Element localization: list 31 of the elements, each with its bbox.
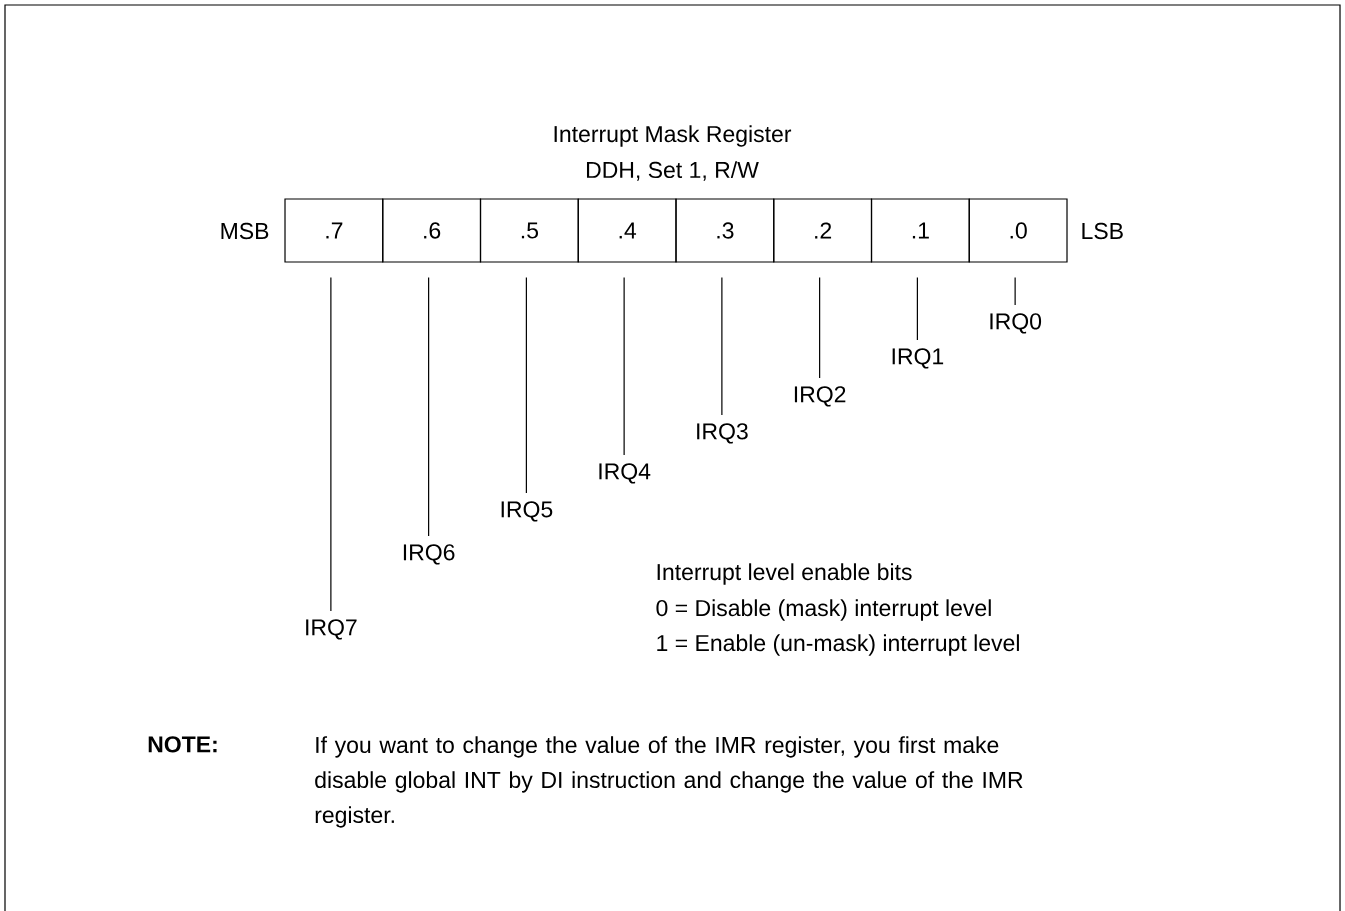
bit-cell: .1 bbox=[870, 198, 970, 263]
note-heading: NOTE: bbox=[148, 736, 217, 753]
bit-cell: .4 bbox=[577, 198, 677, 263]
register-title: Interrupt Mask Register bbox=[554, 125, 792, 147]
leader-line bbox=[819, 277, 821, 379]
leader-line bbox=[916, 277, 918, 341]
leader-line bbox=[721, 277, 723, 416]
leader-line bbox=[525, 277, 527, 494]
bit-label: IRQ1 bbox=[892, 348, 944, 369]
note-text: If you want to change the value of the IMR register, you first make disable global INT by DI instruction and change the value of the IMR register. bbox=[315, 736, 1023, 828]
bit-label: IRQ6 bbox=[403, 544, 455, 565]
bit-cell: .7 bbox=[284, 198, 384, 263]
leader-line bbox=[623, 277, 625, 456]
bit-label: IRQ3 bbox=[697, 423, 748, 444]
bit-label: IRQ5 bbox=[501, 501, 553, 522]
leader-line bbox=[428, 277, 430, 537]
legend-text: 1 = Enable (un-mask) interrupt level bbox=[657, 634, 1019, 656]
bit-cell: .6 bbox=[382, 198, 482, 263]
bit-cell: .5 bbox=[479, 198, 579, 263]
register-subtitle: DDH, Set 1, R/W bbox=[587, 161, 759, 181]
leader-line bbox=[330, 277, 332, 612]
bit-cell: .2 bbox=[773, 198, 873, 263]
bit-cell: .3 bbox=[675, 198, 775, 263]
bit-label: IRQ2 bbox=[794, 386, 846, 407]
legend-text: Interrupt level enable bits bbox=[657, 563, 912, 585]
legend-text: 0 = Disable (mask) interrupt level bbox=[656, 599, 991, 621]
bit-label: IRQ0 bbox=[990, 313, 1042, 334]
bit-cell: .0 bbox=[968, 198, 1068, 263]
leader-line bbox=[1014, 277, 1016, 306]
bit-label: IRQ4 bbox=[599, 463, 651, 484]
bit-label: IRQ7 bbox=[306, 619, 357, 640]
